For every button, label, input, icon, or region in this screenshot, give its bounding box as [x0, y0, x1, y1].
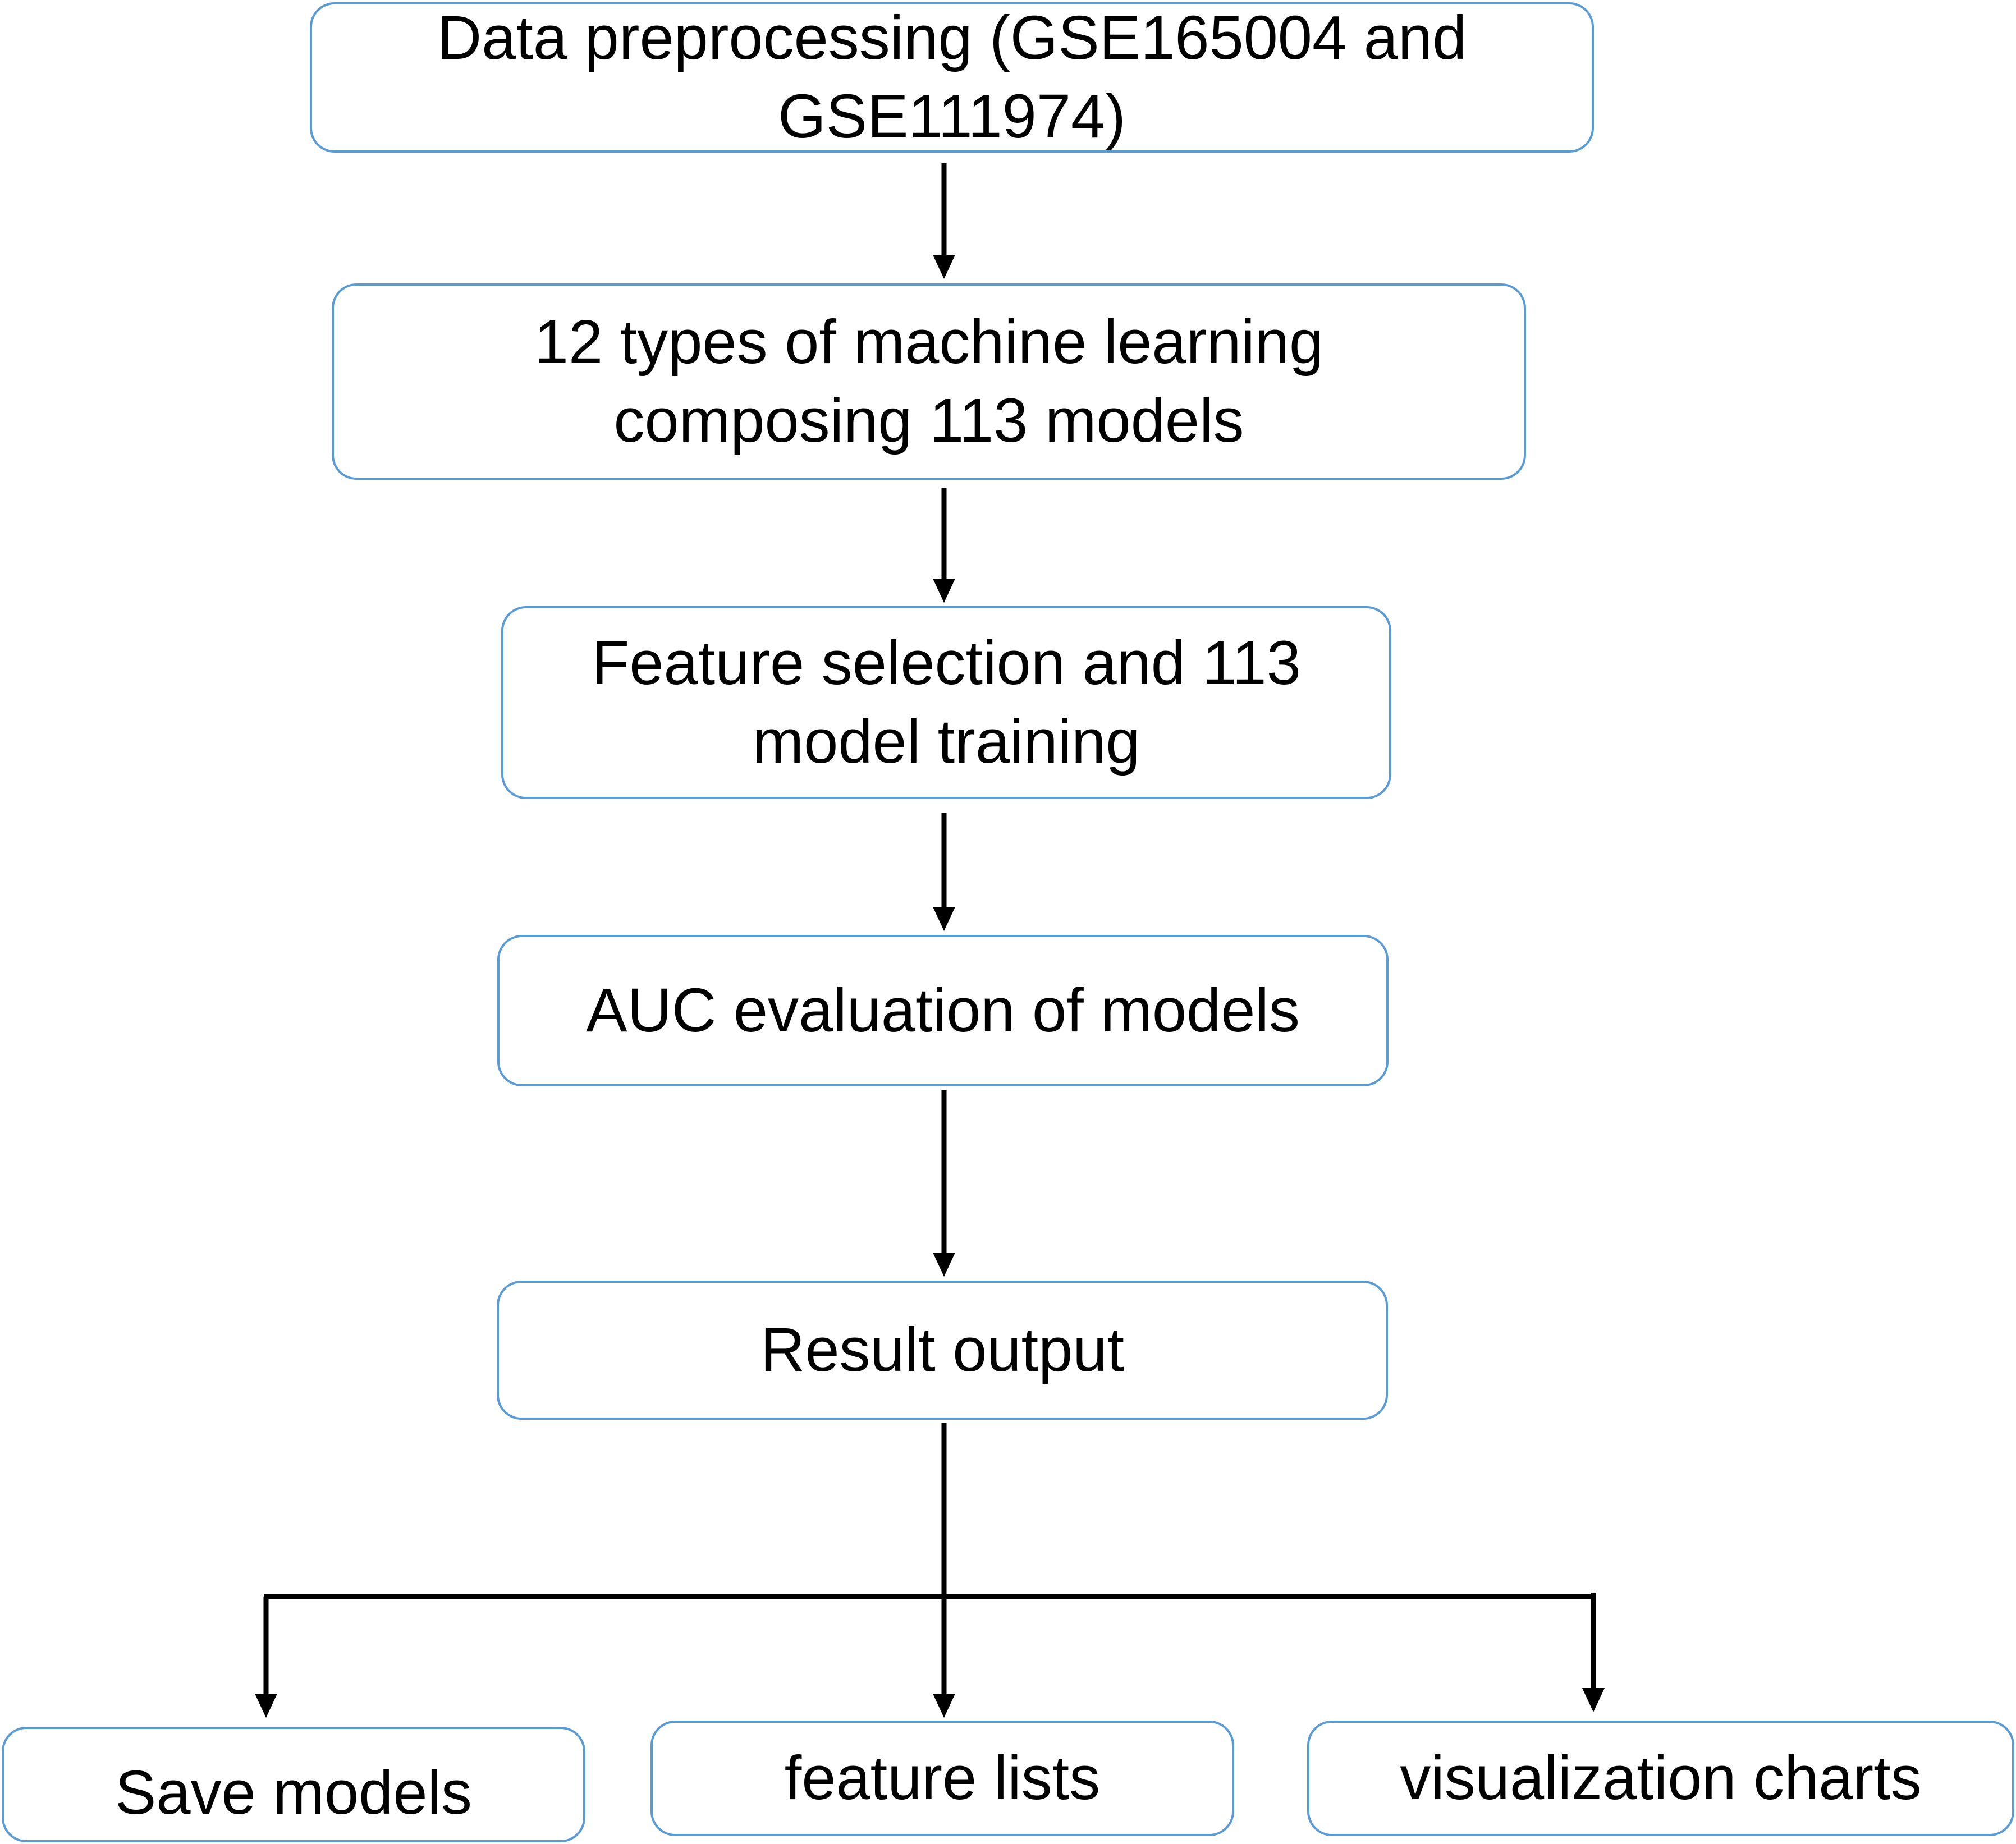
step-result-output: Result output [497, 1281, 1388, 1420]
arrowhead-feature [933, 579, 955, 603]
step-feature-selection-training: Feature selection and 113 model training [501, 606, 1391, 799]
output-save-models: Save models [2, 1727, 585, 1842]
step-data-preprocessing: Data preprocessing (GSE165004 and GSE111… [310, 2, 1594, 153]
step-auc-evaluation: AUC evaluation of models [497, 935, 1389, 1086]
arrowhead-save [255, 1694, 277, 1718]
arrowhead-result [933, 1253, 955, 1277]
step-machine-learning-types: 12 types of machine learning composing 1… [332, 283, 1526, 480]
arrowhead-charts [1582, 1688, 1605, 1712]
output-visualization-charts: visualization charts [1307, 1721, 2014, 1836]
arrowhead-ml [933, 255, 955, 279]
arrowhead-features [933, 1694, 955, 1718]
output-feature-lists: feature lists [650, 1721, 1234, 1836]
arrowhead-auc [933, 907, 955, 931]
